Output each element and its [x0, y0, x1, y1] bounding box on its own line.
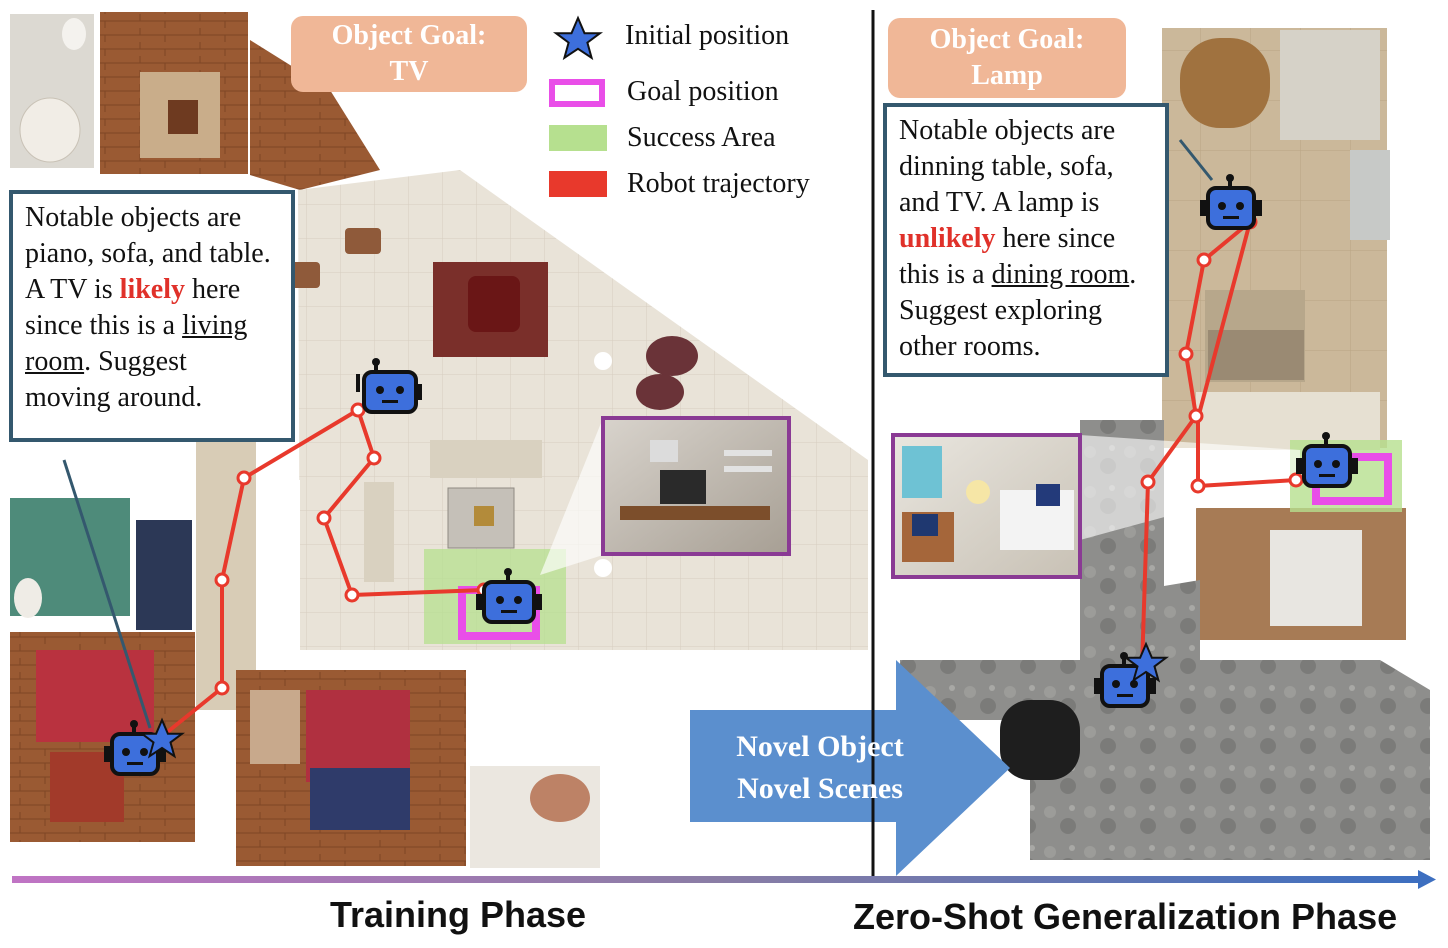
robot-icon	[1200, 174, 1262, 230]
inset-photo-bedroom	[891, 433, 1082, 579]
reasoning-note-training: Notable objects are piano, sofa, and tab…	[9, 190, 295, 442]
likelihood-highlight: likely	[119, 274, 186, 305]
robot-icon	[356, 358, 422, 414]
legend-goal-label: Goal position	[627, 76, 779, 107]
legend-trajectory-label: Robot trajectory	[627, 168, 810, 199]
goal-object-training: TV	[389, 56, 429, 87]
note-line: dinning table, sofa,	[899, 151, 1114, 182]
legend-success-label: Success Area	[627, 122, 776, 153]
note-line: room. Suggest	[25, 346, 187, 377]
note-line: Notable objects are	[25, 202, 242, 233]
robot-icon	[1296, 432, 1358, 488]
goal-title-zeroshot: Object Goal:	[929, 24, 1085, 55]
robot-icon	[476, 568, 542, 624]
goal-label-training: Object Goal: TV	[291, 16, 527, 92]
goal-label-zeroshot: Object Goal: Lamp	[888, 18, 1126, 98]
note-line: A TV is likely here	[25, 274, 241, 305]
zeroshot-map	[900, 28, 1430, 860]
goal-title-training: Object Goal:	[331, 20, 487, 51]
trajectory-waypoints-training	[214, 402, 492, 696]
note-line: Notable objects are	[899, 115, 1116, 146]
legend-initial-label: Initial position	[625, 20, 790, 51]
transfer-arrow-label: Novel Object Novel Scenes	[736, 730, 904, 805]
star-icon	[552, 15, 604, 61]
phase-timeline	[12, 876, 1422, 883]
transfer-arrow	[690, 660, 1010, 876]
note-line: unlikely here since	[899, 223, 1116, 254]
note-line: and TV. A lamp is	[899, 187, 1100, 218]
robot-icon	[104, 720, 166, 776]
note-line: other rooms.	[899, 331, 1041, 362]
callout-pointer-training	[62, 459, 152, 729]
phase-label-zeroshot: Zero-Shot Generalization Phase	[853, 896, 1398, 937]
inset-photo-tv	[601, 416, 791, 556]
phase-label-training: Training Phase	[330, 894, 587, 935]
reasoning-note-zeroshot: Notable objects are dinning table, sofa,…	[883, 103, 1169, 377]
star-icon	[138, 717, 186, 759]
likelihood-highlight: unlikely	[899, 223, 996, 254]
goal-square-icon	[549, 79, 605, 107]
legend-symbols	[549, 15, 607, 197]
note-line: since this is a living	[25, 310, 248, 341]
note-line: piano, sofa, and table.	[25, 238, 271, 269]
star-icon	[1122, 641, 1170, 683]
phase-timeline-arrowhead	[1418, 870, 1436, 889]
goal-object-zeroshot: Lamp	[971, 60, 1043, 91]
callout-pointer-zeroshot	[1178, 139, 1214, 181]
training-map	[10, 12, 868, 868]
note-line: Suggest exploring	[899, 295, 1102, 326]
note-line: this is a dining room.	[899, 259, 1137, 290]
note-line: moving around.	[25, 382, 203, 413]
